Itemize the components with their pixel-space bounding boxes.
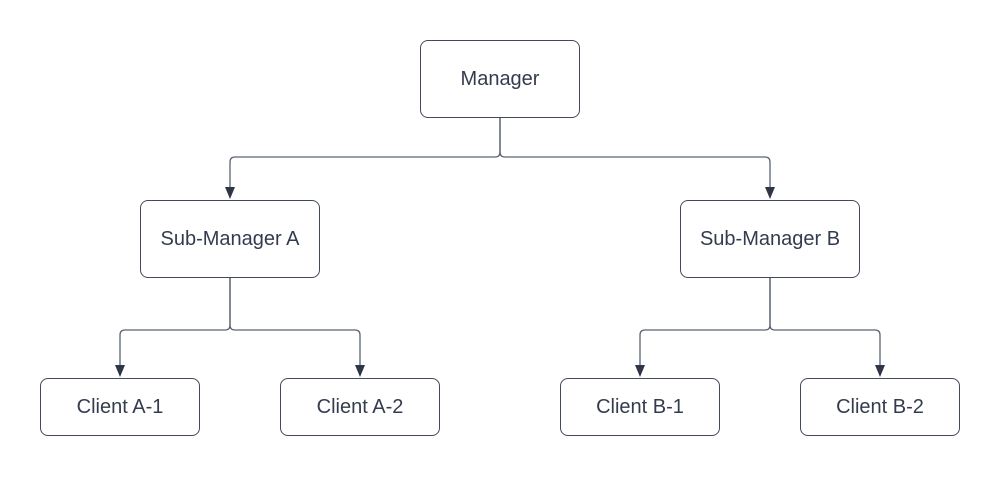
edge-sub-manager-a-to-client-a2 xyxy=(229,278,361,366)
node-sub-manager-a: Sub-Manager A xyxy=(140,200,320,278)
edge-sub-manager-b-to-client-b1 xyxy=(639,278,771,366)
node-label-client-b1: Client B-1 xyxy=(596,396,684,418)
arrowhead-sub-manager-a-to-client-a2 xyxy=(355,365,365,377)
node-label-sub-manager-a: Sub-Manager A xyxy=(160,228,300,250)
arrowhead-sub-manager-b-to-client-b2 xyxy=(875,365,885,377)
node-label-client-a1: Client A-1 xyxy=(76,396,164,418)
node-label-sub-manager-b: Sub-Manager B xyxy=(699,228,841,250)
node-client-b2: Client B-2 xyxy=(800,378,960,436)
node-sub-manager-b: Sub-Manager B xyxy=(680,200,860,278)
node-client-a1: Client A-1 xyxy=(40,378,200,436)
arrowhead-sub-manager-b-to-client-b1 xyxy=(635,365,645,377)
node-client-b1: Client B-1 xyxy=(560,378,720,436)
node-label-manager: Manager xyxy=(460,68,540,90)
node-label-client-a2: Client A-2 xyxy=(316,396,404,418)
node-client-a2: Client A-2 xyxy=(280,378,440,436)
arrowhead-sub-manager-a-to-client-a1 xyxy=(115,365,125,377)
edge-manager-to-sub-manager-b xyxy=(499,118,771,188)
edge-manager-to-sub-manager-a xyxy=(229,118,501,188)
arrowhead-manager-to-sub-manager-b xyxy=(765,187,775,199)
node-manager: Manager xyxy=(420,40,580,118)
arrowhead-manager-to-sub-manager-a xyxy=(225,187,235,199)
edge-sub-manager-b-to-client-b2 xyxy=(769,278,881,366)
edge-sub-manager-a-to-client-a1 xyxy=(119,278,231,366)
node-label-client-b2: Client B-2 xyxy=(836,396,924,418)
